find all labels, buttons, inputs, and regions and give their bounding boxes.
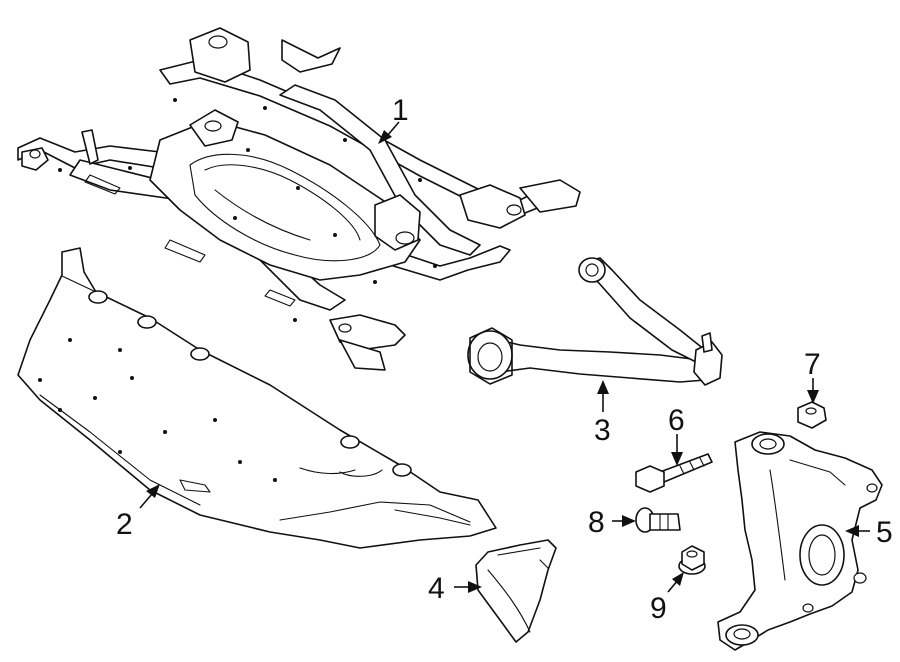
shield-fastener: [88, 290, 412, 477]
callout-6: 6: [668, 404, 685, 437]
part-6-bolt: [635, 453, 713, 493]
part-7-nut: [797, 401, 827, 429]
part-5-steering-knuckle: [717, 431, 883, 651]
part-9-flange-nut: [678, 545, 706, 575]
part-3-control-arm: [467, 257, 723, 386]
callout-5: 5: [876, 516, 893, 549]
callout-7: 7: [804, 348, 821, 381]
part-8-bolt: [635, 507, 681, 533]
callout-2: 2: [116, 508, 133, 541]
part-1-subframe: [17, 27, 581, 371]
part-4-bracket: [475, 539, 557, 643]
part-2-splash-shield: [17, 247, 497, 549]
callout-leaders: [139, 121, 870, 593]
callout-3: 3: [594, 414, 611, 447]
callout-8: 8: [588, 506, 605, 539]
callout-1: 1: [392, 94, 409, 127]
callout-9: 9: [650, 592, 667, 625]
callout-4: 4: [428, 572, 445, 605]
